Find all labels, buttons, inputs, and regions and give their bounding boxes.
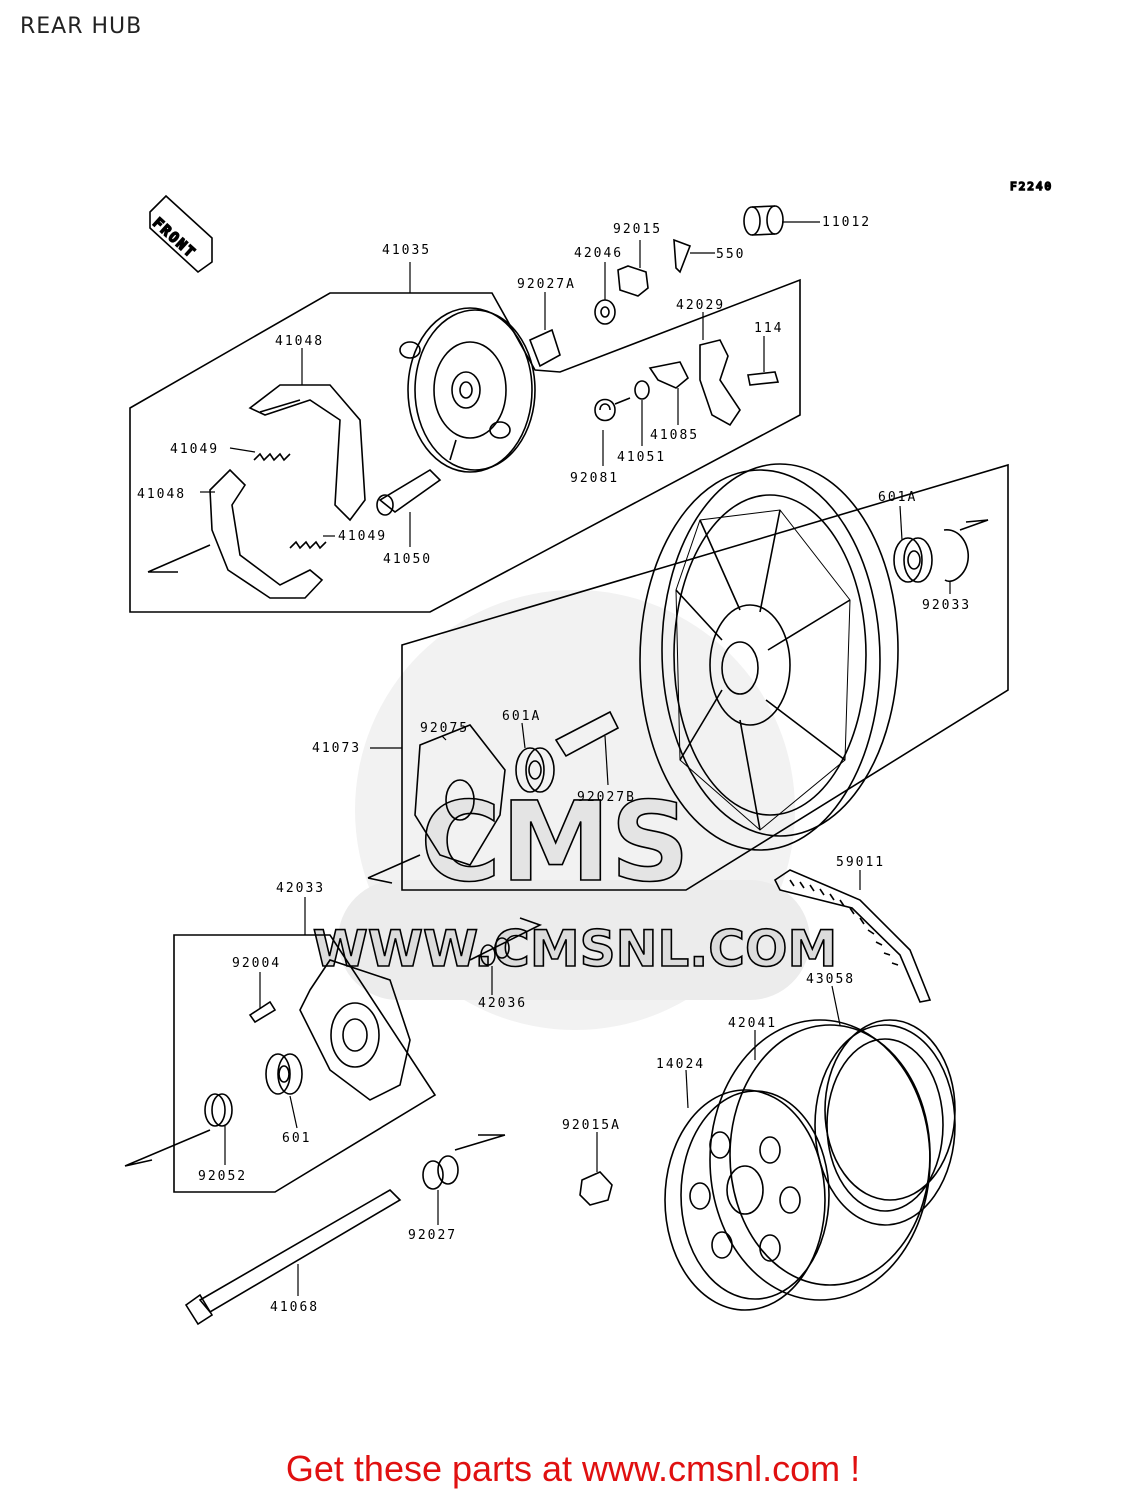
brake-cam-41050: [376, 468, 442, 516]
part-labels: 11012 550 92015 42046 41035 92027A 42029…: [137, 215, 971, 1315]
nut-92015A: [579, 1171, 613, 1206]
bearing-601A-lower: [515, 747, 555, 793]
collar-42036: [480, 937, 510, 966]
spring-lower: [289, 540, 327, 550]
watermark-brand: CMS: [420, 778, 689, 906]
cast-wheel-41073: [639, 463, 899, 851]
coupling-14024: [664, 1089, 830, 1311]
label-41073: 41073: [312, 741, 361, 756]
label-41049-upper: 41049: [170, 442, 219, 457]
label-11012: 11012: [822, 215, 871, 230]
front-arrow-icon: FRONT: [149, 194, 213, 274]
label-14024: 14024: [656, 1057, 705, 1072]
stud-92004: [248, 1000, 277, 1024]
label-41050: 41050: [383, 552, 432, 567]
damper-92075: [414, 724, 506, 866]
promo-link[interactable]: Get these parts at www.cmsnl.com !: [285, 1448, 861, 1489]
label-59011: 59011: [836, 855, 885, 870]
label-41049-lower: 41049: [338, 529, 387, 544]
rear-pulley-42041: [709, 1019, 956, 1301]
axle-41068: [184, 1188, 402, 1326]
drive-belt-59011: [773, 869, 932, 1003]
bearing-601: [265, 1053, 303, 1095]
driven-flange-42033: [299, 959, 411, 1101]
spacer-11012: [743, 205, 784, 236]
label-41068: 41068: [270, 1300, 319, 1315]
label-92015: 92015: [613, 222, 662, 237]
leader-lines: [200, 221, 951, 1296]
label-41048-lower: 41048: [137, 487, 186, 502]
return-spring-92081: [594, 397, 631, 422]
label-41085: 41085: [650, 428, 699, 443]
label-42033: 42033: [276, 881, 325, 896]
label-41035: 41035: [382, 243, 431, 258]
label-92052: 92052: [198, 1169, 247, 1184]
label-92015A: 92015A: [562, 1118, 621, 1133]
label-92027B: 92027B: [577, 790, 636, 805]
label-92081: 92081: [570, 471, 619, 486]
label-92027A: 92027A: [517, 277, 576, 292]
exploded-parts-diagram: CMS WWW.CMSNL.COM FRONT F2240: [124, 179, 1053, 1326]
label-114: 114: [754, 321, 783, 336]
watermark: CMS WWW.CMSNL.COM: [312, 590, 838, 1030]
circlip-92033: [943, 529, 969, 582]
label-41051: 41051: [617, 450, 666, 465]
label-42029: 42029: [676, 298, 725, 313]
label-92033: 92033: [922, 598, 971, 613]
label-601A-upper: 601A: [878, 490, 917, 505]
label-42041: 42041: [728, 1016, 777, 1031]
spring-upper: [253, 452, 291, 462]
pulley-cover-43058: [814, 1024, 956, 1226]
brake-shoe-upper: [248, 384, 366, 522]
page-title: REAR HUB: [20, 14, 143, 39]
label-42046: 42046: [574, 246, 623, 261]
bearing-601A-upper: [893, 537, 933, 583]
label-41048-upper: 41048: [275, 334, 324, 349]
label-92075: 92075: [420, 721, 469, 736]
label-601A-lower: 601A: [502, 709, 541, 724]
brake-panel-41035: [399, 307, 536, 473]
hub-group-frame: [173, 934, 437, 1193]
label-550: 550: [716, 247, 745, 262]
label-43058: 43058: [806, 972, 855, 987]
label-92004: 92004: [232, 956, 281, 971]
brake-lever-42029: [699, 339, 741, 427]
brake-shoe-lower: [209, 468, 324, 599]
cotter-pin: [673, 238, 692, 274]
washer-92052: [204, 1093, 233, 1127]
collar-92027B: [554, 710, 620, 758]
figure-code: F2240: [1010, 180, 1053, 193]
label-601: 601: [282, 1131, 311, 1146]
watermark-url: WWW.CMSNL.COM: [313, 920, 838, 978]
label-42036: 42036: [478, 996, 527, 1011]
label-92027: 92027: [408, 1228, 457, 1243]
collar-92027: [422, 1155, 459, 1190]
brake-group-frame: [129, 278, 801, 613]
